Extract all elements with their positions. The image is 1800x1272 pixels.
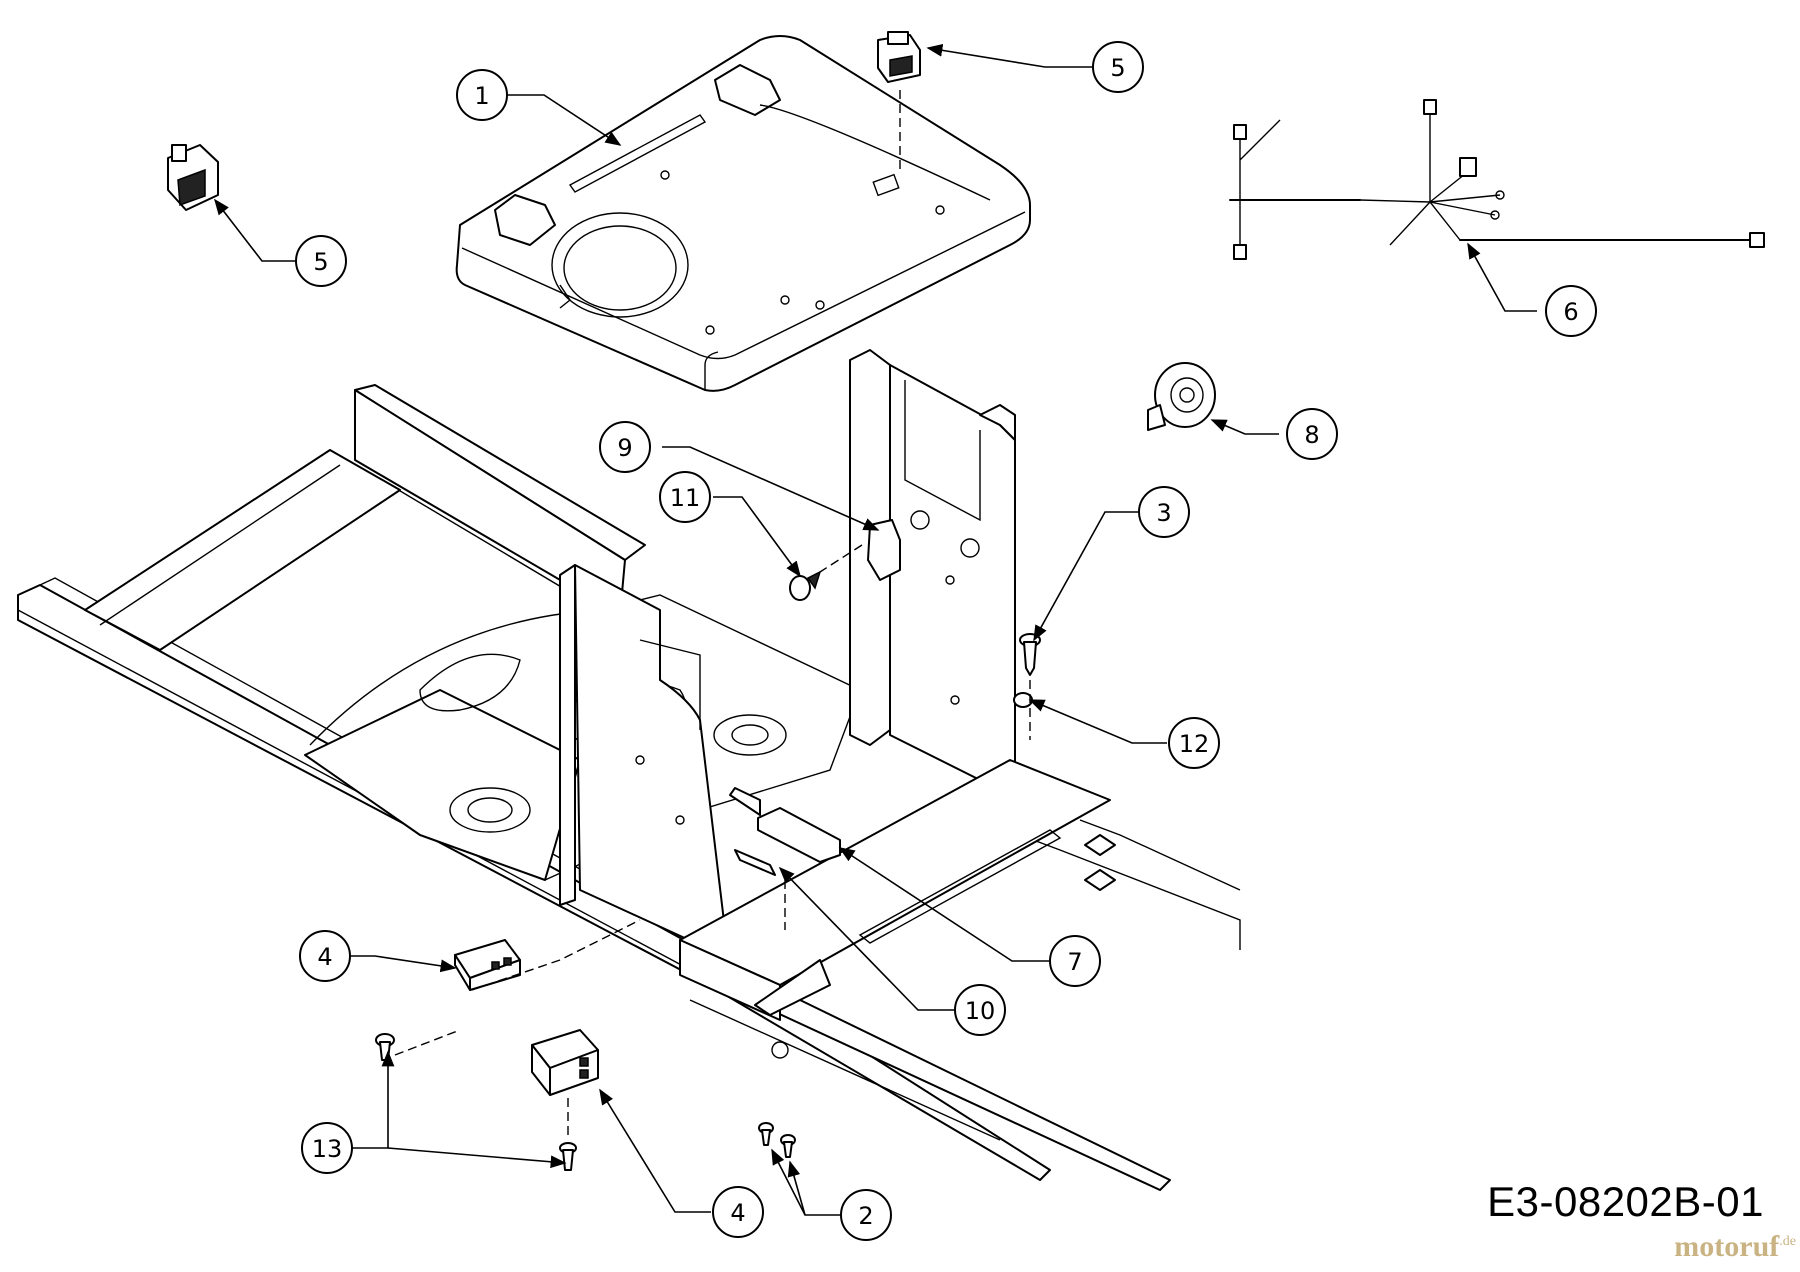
callout-10: 10 (954, 984, 1006, 1036)
wiring-harness-6-drawing (1229, 99, 1765, 260)
callout-3: 3 (1138, 486, 1190, 538)
svg-text:3: 3 (1156, 499, 1171, 527)
key-switch-8-drawing (1147, 362, 1216, 431)
part-3-12-drawing (1013, 633, 1041, 708)
callout-12: 12 (1168, 717, 1220, 769)
svg-text:4: 4 (317, 943, 332, 971)
svg-text:12: 12 (1179, 730, 1210, 758)
callout-13: 13 (301, 1122, 353, 1174)
callout-5-left: 5 (295, 235, 347, 287)
main-frame-drawing (17, 349, 1241, 1191)
svg-text:5: 5 (313, 248, 328, 276)
svg-text:7: 7 (1067, 948, 1082, 976)
svg-text:2: 2 (858, 1202, 873, 1230)
connector-4-lower-drawing (531, 1029, 599, 1096)
svg-text:9: 9 (617, 434, 632, 462)
watermark-text: motoruf (1674, 1230, 1780, 1263)
callout-8: 8 (1286, 408, 1338, 460)
switch-5-top-drawing (877, 31, 921, 83)
watermark-logo: motoruf.de (1674, 1230, 1796, 1264)
callout-5-top: 5 (1092, 41, 1144, 93)
callout-9: 9 (599, 421, 651, 473)
svg-text:10: 10 (965, 997, 996, 1025)
part-7-10-drawing (729, 787, 841, 876)
callout-6: 6 (1545, 285, 1597, 337)
watermark-suffix: .de (1779, 1234, 1796, 1249)
leader-lines (214, 43, 1537, 1216)
svg-text:11: 11 (670, 484, 701, 512)
svg-text:13: 13 (312, 1135, 343, 1163)
svg-text:4: 4 (730, 1199, 745, 1227)
drawing-code-label: E3-08202B-01 (1487, 1178, 1764, 1225)
callout-4-lower: 4 (712, 1186, 764, 1238)
callout-2: 2 (840, 1189, 892, 1241)
callout-7: 7 (1049, 935, 1101, 987)
svg-text:1: 1 (474, 82, 489, 110)
svg-text:8: 8 (1304, 421, 1319, 449)
callout-4-upper: 4 (299, 930, 351, 982)
part-9-11-drawing (789, 519, 901, 601)
screws-2-drawing (758, 1122, 796, 1158)
callout-1: 1 (456, 69, 508, 121)
svg-text:5: 5 (1110, 54, 1125, 82)
svg-text:6: 6 (1563, 298, 1578, 326)
fender-plate-drawing (455, 35, 1031, 392)
connector-4-upper-drawing (454, 939, 521, 991)
switch-5-left-drawing (167, 144, 219, 211)
callout-11: 11 (659, 471, 711, 523)
